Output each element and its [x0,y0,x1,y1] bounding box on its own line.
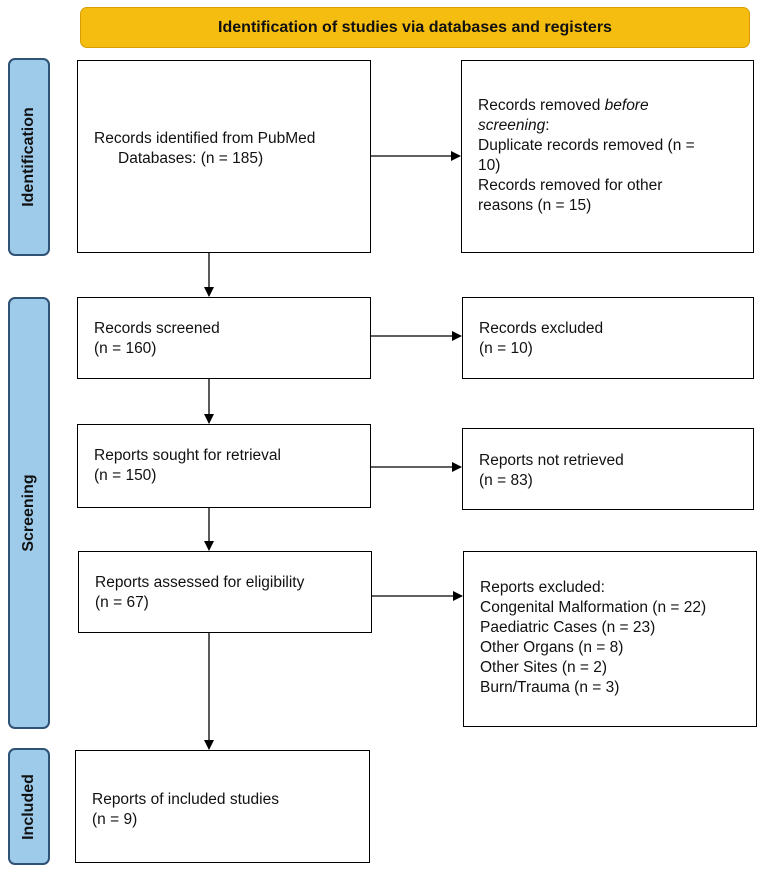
other-reasons-line: Records removed for other [478,177,663,194]
records-identified-line2: Databases: (n = 185) [118,150,264,167]
other-reasons-count: reasons (n = 15) [478,197,592,214]
reports-excluded-heading: Reports excluded: [480,579,605,596]
phase-included: Included [8,748,50,865]
excluded-reason-item: Other Organs (n = 8) [480,639,624,656]
records-removed-text: Records removed [478,97,605,114]
reports-sought-count: (n = 150) [94,467,157,484]
reports-not-retrieved-label: Reports not retrieved [479,452,624,469]
records-removed-italic-before: before [604,97,649,114]
duplicate-records-count: 10) [478,157,501,174]
excluded-reason-item: Other Sites (n = 2) [480,659,608,676]
records-screened-box: Records screened (n = 160) [77,297,371,379]
section-banner: Identification of studies via databases … [80,7,750,48]
reports-assessed-count: (n = 67) [95,594,149,611]
records-screened-count: (n = 160) [94,340,157,357]
phase-screening: Screening [8,297,50,729]
excluded-reason-item: Paediatric Cases (n = 23) [480,619,656,636]
records-excluded-box: Records excluded (n = 10) [462,297,754,379]
reports-assessed-label: Reports assessed for eligibility [95,574,305,591]
reports-not-retrieved-box: Reports not retrieved (n = 83) [462,428,754,510]
reports-excluded-box: Reports excluded: Congenital Malformatio… [463,551,757,727]
included-studies-count: (n = 9) [92,811,138,828]
records-identified-line1: Records identified from PubMed [94,130,316,147]
reports-sought-label: Reports sought for retrieval [94,447,281,464]
included-studies-box: Reports of included studies (n = 9) [75,750,370,863]
records-removed-box: Records removed before screening: Duplic… [461,60,754,253]
phase-identification: Identification [8,58,50,256]
records-removed-line2: screening: [478,116,753,136]
included-studies-label: Reports of included studies [92,791,279,808]
excluded-reason-item: Congenital Malformation (n = 22) [480,599,707,616]
records-removed-colon: : [545,117,550,134]
records-excluded-label: Records excluded [479,320,604,337]
records-removed-line1: Records removed before [478,96,753,116]
duplicate-records-line: Duplicate records removed (n = [478,137,695,154]
reports-not-retrieved-count: (n = 83) [479,472,533,489]
reports-sought-box: Reports sought for retrieval (n = 150) [77,424,371,508]
records-excluded-count: (n = 10) [479,340,533,357]
records-screened-label: Records screened [94,320,220,337]
records-identified-box: Records identified from PubMed Databases… [77,60,371,253]
excluded-reason-item: Burn/Trauma (n = 3) [480,679,620,696]
reports-assessed-box: Reports assessed for eligibility (n = 67… [78,551,372,633]
records-removed-italic-screening: screening [478,117,546,134]
banner-title: Identification of studies via databases … [218,18,612,36]
